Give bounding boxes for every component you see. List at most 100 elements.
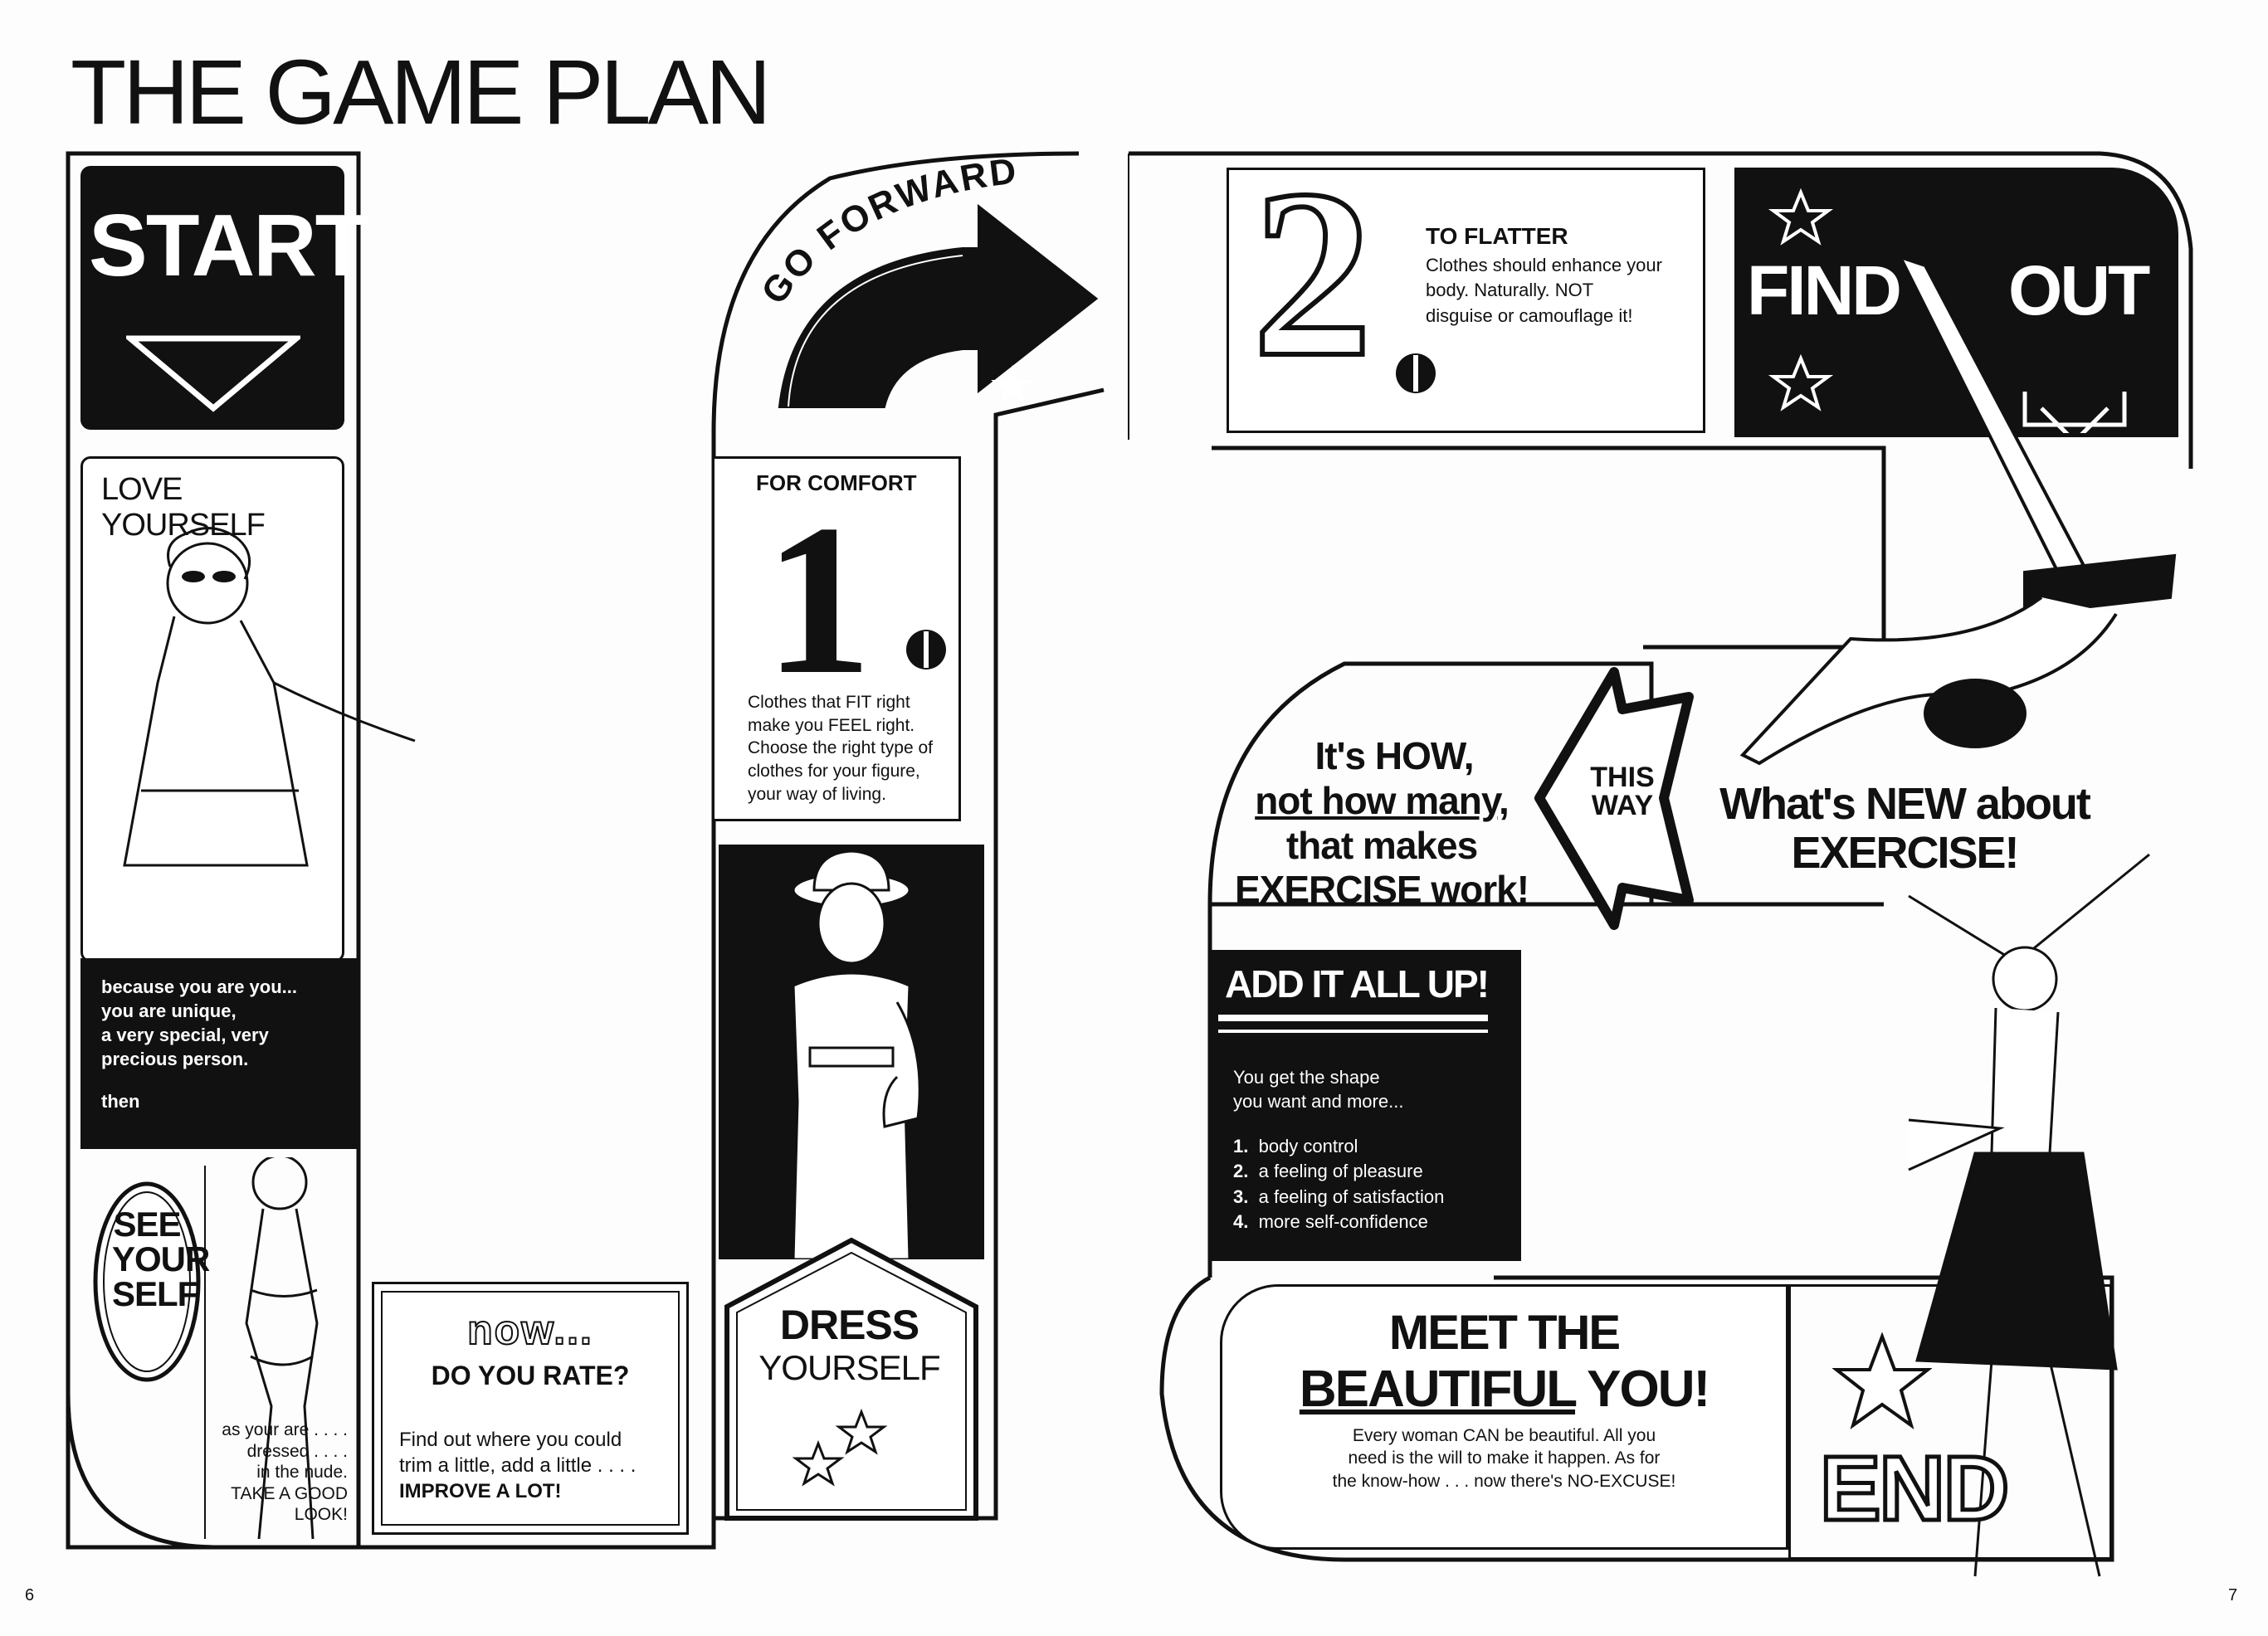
list-item: 4. more self-confidence xyxy=(1233,1210,1444,1234)
love-yourself-heading: LOVE YOURSELF xyxy=(101,472,266,543)
star-icon xyxy=(1768,187,1834,246)
page-number-left: 6 xyxy=(25,1586,35,1604)
end-label: END xyxy=(1817,1436,2011,1542)
meet-heading-2: BEAUTIFUL YOU! xyxy=(1222,1360,1786,1419)
add-it-up-intro: You get the shape you want and more... xyxy=(1233,1066,1403,1113)
find-out-decor xyxy=(1768,187,2127,433)
comfort-body: Clothes that FIT right make you FEEL rig… xyxy=(748,691,933,806)
meet-space: MEET THE BEAUTIFUL YOU! Every woman CAN … xyxy=(1220,1284,1788,1550)
see-yourself-line: dressed . . . . xyxy=(246,1441,348,1461)
how-many-text: It's HOW, not how many, that makes EXERC… xyxy=(1224,734,1539,913)
whats-new-line: What's NEW about xyxy=(1719,779,2091,829)
list-item: 2. a feeling of pleasure xyxy=(1233,1159,1444,1184)
divider xyxy=(1218,1030,1488,1033)
find-label: FIND xyxy=(1747,251,1902,329)
love-yourself-space: LOVE YOURSELF xyxy=(80,456,416,962)
divider xyxy=(1218,1015,1488,1021)
love-yourself-line: you are unique, xyxy=(101,1001,237,1022)
dress-yourself-space: DRESS YOURSELF xyxy=(719,1236,988,1522)
woman-in-trenchcoat-illustration xyxy=(123,527,416,867)
bullet-dot-icon xyxy=(1396,353,1436,393)
down-arrow-icon xyxy=(126,335,300,412)
see-yourself-line: in the nude. xyxy=(256,1463,348,1483)
flatter-line: Clothes should enhance your xyxy=(1426,255,1662,275)
see-yourself-line: as your are . . . . xyxy=(222,1420,348,1439)
you-word: YOU! xyxy=(1587,1361,1710,1418)
now-rate-line: Find out where you could xyxy=(399,1429,622,1451)
see-yourself-word: YOUR xyxy=(112,1239,210,1278)
add-it-up-space: ADD IT ALL UP! You get the shape you wan… xyxy=(1210,950,1521,1261)
how-many-line: that makes xyxy=(1285,823,1478,867)
dress-yourself-house-shape xyxy=(724,1237,978,1521)
see-yourself-line: LOOK! xyxy=(294,1505,348,1525)
love-yourself-text-panel: because you are you... you are unique, a… xyxy=(80,958,358,1149)
how-many-line: EXERCISE work! xyxy=(1234,868,1529,912)
star-icon xyxy=(835,1408,888,1455)
now-rate-line: trim a little, add a little . . . . xyxy=(399,1454,637,1478)
list-number: 1. xyxy=(1233,1136,1249,1156)
see-yourself-word: SELF xyxy=(112,1274,198,1313)
flatter-body: Clothes should enhance your body. Natura… xyxy=(1426,253,1662,329)
meet-body: Every woman CAN be beautiful. All you ne… xyxy=(1222,1424,1786,1492)
love-yourself-then: then xyxy=(101,1091,140,1113)
list-item: 1. body control xyxy=(1233,1134,1444,1159)
now-rate-space: now... DO YOU RATE? Find out where you c… xyxy=(372,1282,689,1535)
list-text: body control xyxy=(1258,1136,1358,1156)
whats-new-line: EXERCISE! xyxy=(1791,828,2019,879)
list-number: 2. xyxy=(1233,1161,1249,1182)
out-label: OUT xyxy=(2008,251,2150,329)
comfort-numeral: 1 xyxy=(764,480,872,719)
add-it-up-heading: ADD IT ALL UP! xyxy=(1225,962,1490,1005)
dress-label: DRESS xyxy=(779,1302,919,1348)
love-yourself-body: because you are you... you are unique, a… xyxy=(101,975,297,1113)
see-yourself-word: SEE xyxy=(113,1205,181,1244)
exercising-woman-illustration xyxy=(1739,254,2177,766)
see-yourself-badge xyxy=(93,1157,319,1540)
bullet-dot-icon xyxy=(906,630,946,669)
how-many-line: not how many, xyxy=(1255,778,1510,822)
now-rate-body: Find out where you could trim a little, … xyxy=(399,1427,636,1505)
star-icon xyxy=(792,1439,845,1487)
woman-with-hat-illustration xyxy=(792,850,921,1259)
whats-new-text: What's NEW about EXERCISE! xyxy=(1701,779,2108,879)
meet-line: need is the will to make it happen. As f… xyxy=(1348,1449,1661,1468)
list-item: 3. a feeling of satisfaction xyxy=(1233,1185,1444,1210)
meet-line: Every woman CAN be beautiful. All you xyxy=(1352,1426,1656,1445)
rate-subheading: DO YOU RATE? xyxy=(431,1361,630,1390)
comfort-line: clothes for your figure, xyxy=(748,762,920,781)
this-label: THIS xyxy=(1590,762,1655,793)
star-icon xyxy=(1768,353,1834,411)
how-many-line: It's HOW, xyxy=(1314,734,1474,777)
flatter-line: disguise or camouflage it! xyxy=(1426,304,1633,326)
flatter-space: 2 TO FLATTER Clothes should enhance your… xyxy=(1227,151,1705,433)
comfort-line: make you FEEL right. xyxy=(748,715,915,735)
love-yourself-line: because you are you... xyxy=(101,976,297,997)
comfort-space: FOR COMFORT 1 Clothes that FIT right mak… xyxy=(712,456,961,821)
comfort-line: your way of living. xyxy=(748,784,886,804)
add-it-up-intro-line: you want and more... xyxy=(1233,1090,1404,1112)
page-number-right: 7 xyxy=(2228,1586,2238,1604)
this-way-label: THIS WAY xyxy=(1573,763,1672,820)
list-text: a feeling of satisfaction xyxy=(1258,1186,1445,1207)
see-yourself-line: TAKE A GOOD xyxy=(231,1483,348,1503)
comfort-line: Clothes that FIT right xyxy=(748,693,910,712)
star-icon xyxy=(991,365,1034,404)
way-label: WAY xyxy=(1591,790,1654,821)
woman-with-hat-panel xyxy=(719,845,984,1259)
comfort-heading: FOR COMFORT xyxy=(756,470,917,495)
list-text: more self-confidence xyxy=(1258,1211,1428,1233)
flatter-line: body. Naturally. NOT xyxy=(1426,280,1594,301)
add-it-up-intro-line: You get the shape xyxy=(1233,1067,1380,1088)
meet-line: the know-how . . . now there's NO-EXCUSE… xyxy=(1332,1471,1676,1491)
love-yourself-line: precious person. xyxy=(101,1049,249,1070)
now-rate-emphasis: IMPROVE A LOT! xyxy=(399,1480,562,1503)
this-way-arrow xyxy=(1534,667,1694,930)
meet-heading-1: MEET THE xyxy=(1388,1306,1621,1360)
add-it-up-list: 1. body control 2. a feeling of pleasure… xyxy=(1233,1134,1444,1234)
flatter-numeral: 2 xyxy=(1250,140,1375,407)
end-space: END xyxy=(1788,1284,2112,1560)
page-title: THE GAME PLAN xyxy=(71,41,771,144)
start-space: START xyxy=(80,166,368,430)
now-heading: now... xyxy=(466,1306,593,1354)
list-number: 3. xyxy=(1233,1186,1249,1207)
